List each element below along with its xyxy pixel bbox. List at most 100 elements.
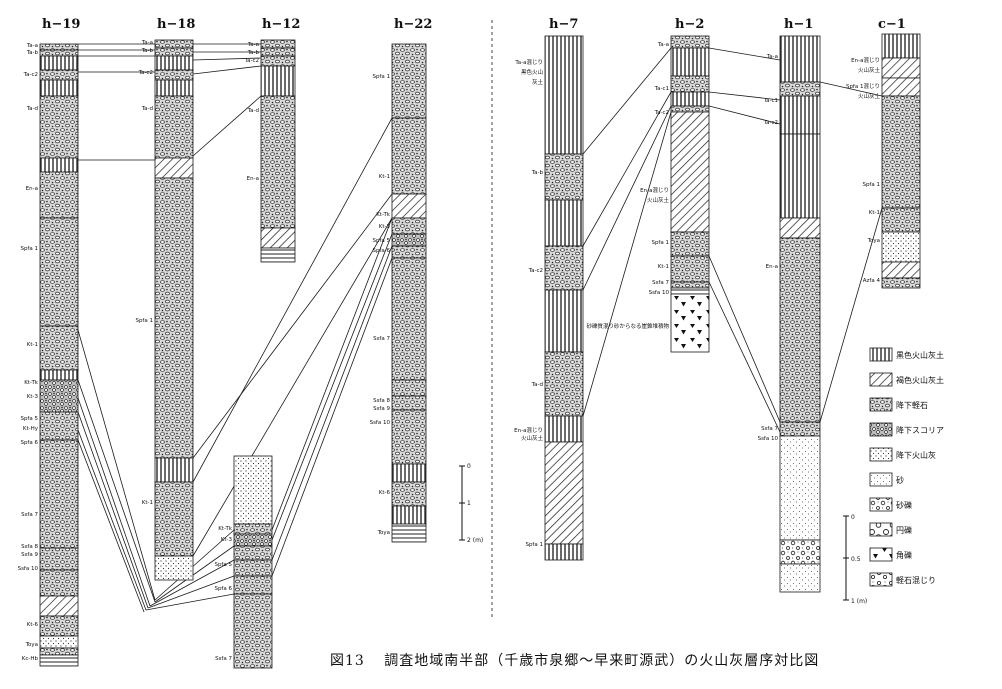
layer-h-22-3 [391,217,427,235]
layer-h-19-9 [39,325,79,371]
column-h-7: h−7 [544,17,584,561]
scale-left-tick-2: 2 (m) [467,537,483,544]
layer-h-19-8 [39,217,79,327]
correlation-line-20 [145,593,235,611]
layer-label-h-16-2: Spfa 5 [214,562,232,568]
layer-label-c-1-4: Spfa 1 [862,182,880,188]
layer-label-h-2-3: En-a混じり [640,186,669,194]
layer-h-2-2 [670,75,710,93]
layer-h-19-4 [39,79,79,97]
layer-h-1-5 [779,237,821,423]
legend-swatch-angular [869,547,893,562]
layer-label-h-22-9: Ssfa 10 [370,420,391,426]
correlation-line-36 [708,281,781,433]
legend-swatch-scoria [869,422,893,437]
layer-h-2-7 [670,255,710,283]
layer-h-1-6 [779,421,821,437]
layer-h-7-0 [544,35,584,155]
correlation-line-34 [708,105,781,125]
legend-swatch-pumice [869,397,893,412]
legend-swatch-ash [869,447,893,462]
layer-h-22-0 [391,43,427,119]
layer-h-16-5 [233,575,273,595]
scale-bar-right [843,515,849,601]
layer-label-h-19-13: Ssfa 8 [21,544,38,550]
layer-h-2-4 [670,105,710,113]
correlation-line-8 [192,65,262,75]
layer-label-h-2-4: 火山灰土 [647,196,670,204]
layer-h-19-20 [39,654,79,667]
legend-label-scoria: 降下スコリア [896,425,944,435]
correlation-line-14 [77,429,147,611]
layer-h-1-9 [779,563,821,593]
correlation-line-12 [77,397,151,607]
layer-h-18-1 [154,47,194,57]
column-title-h-12: h−12 [262,17,300,32]
column-title-h-2: h−2 [675,17,704,32]
legend-item-pumicemix: 軽石混じり [869,572,936,587]
legend-item-pumice: 降下軽石 [869,397,928,412]
scale-right-tick-2: 1 (m) [851,598,867,605]
legend-item-diagonal: 褐色火山灰土 [869,372,944,387]
layer-h-22-7 [391,379,427,397]
layer-h-16-4 [233,559,273,577]
legend-item-sand: 砂 [869,472,904,487]
layer-label-h-7-0: Ta-a混じり [514,58,543,66]
layer-label-c-1-3: 火山灰土 [858,92,881,100]
layer-label-h-22-4: Spfa 5 [372,238,390,244]
layer-h-1-8 [779,539,821,565]
layer-label-h-19-3: Ta-d [26,106,38,112]
layer-h-2-6 [670,231,710,257]
correlation-line-10 [77,329,156,601]
layer-h-18-7 [154,177,194,459]
layer-c-1-0 [881,33,921,59]
layer-label-h-2-7: Ssfa 7 [652,280,669,286]
layer-c-1-6 [881,261,921,279]
legend-item-gravel: 砂礫 [869,497,912,512]
column-title-h-7: h−7 [549,17,578,32]
layer-h-2-8 [670,281,710,289]
layer-h-16-1 [233,523,273,535]
column-h-1: h−1 [779,17,821,593]
layer-label-h-7-1: 黒色火山 [521,68,543,76]
layer-h-22-6 [391,257,427,381]
layer-h-7-8 [544,543,584,561]
scale-right-tick-1: 0.5 [851,556,861,563]
layer-label-h-18-3: Ta-d [141,106,153,112]
layer-label-h-22-2: Kt-Tk [376,212,391,218]
legend-swatch-gravel [869,497,893,512]
layer-h-22-13 [391,523,427,543]
layer-label-h-1-3: En-a [766,264,778,270]
layer-label-h-7-3: Ta-b [531,170,544,176]
layer-h-22-11 [391,481,427,507]
layer-h-19-6 [39,157,79,173]
layer-h-2-10 [670,293,710,353]
correlation-line-13 [77,411,149,609]
layer-c-1-7 [881,277,921,289]
layer-label-h-7-5: Ta-d [531,382,543,388]
layer-label-h-19-7: Kt-Tk [24,380,39,386]
column-h-19: h−19 [39,17,80,667]
correlation-line-31 [582,111,672,417]
layer-h-19-14 [39,547,79,571]
layer-label-h-22-10: Kt-6 [379,490,391,496]
layer-h-16-0 [233,455,273,525]
layer-h-7-7 [544,441,584,545]
column-h-16 [233,455,273,669]
column-title-c-1: c−1 [878,17,906,32]
layer-h-7-2 [544,199,584,247]
legend-label-ash: 降下火山灰 [896,450,936,460]
layer-h-19-7 [39,171,79,219]
layer-h-16-6 [233,593,273,669]
layer-h-19-0 [39,43,79,51]
legend-item-vertical: 黒色火山灰土 [869,347,944,362]
layer-h-22-8 [391,395,427,411]
correlation-line-32 [708,47,781,61]
layer-h-12-2 [260,55,296,67]
correlation-line-24 [271,217,393,531]
layer-label-c-1-5: Kt-1 [869,210,880,216]
layer-label-h-19-8: Kt-3 [27,394,39,400]
layer-label-h-18-5: Kt-1 [142,500,153,506]
